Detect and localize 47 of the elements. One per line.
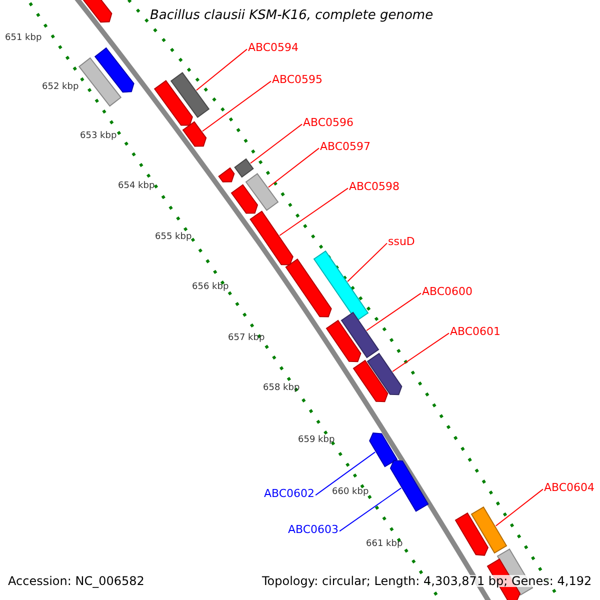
leader-line [366, 292, 422, 331]
gene-feature [170, 72, 210, 118]
leader-line [495, 488, 544, 526]
scale-label: 657 kbp [228, 332, 265, 344]
scale-label: 653 kbp [80, 130, 117, 142]
gene-feature [182, 121, 207, 147]
gene-feature [470, 506, 508, 554]
gene-feature [390, 460, 429, 512]
leader-line [196, 48, 248, 91]
title: Bacillus clausii KSM-K16, complete genome [150, 10, 434, 22]
scale-label: 656 kbp [192, 281, 229, 293]
gene-label: ABC0598 [349, 181, 400, 193]
gene-feature [340, 312, 380, 358]
scale-label: 652 kbp [42, 81, 79, 93]
leader-line [347, 242, 388, 282]
gene-feature [369, 432, 398, 468]
scale-label: 659 kbp [298, 434, 335, 446]
leader-line [279, 188, 348, 236]
scale-label: 654 kbp [118, 180, 155, 192]
leader-line [202, 80, 272, 132]
gene-label: ABC0603 [288, 524, 339, 536]
gene-label: ABC0602 [264, 488, 315, 500]
scale-label: 651 kbp [5, 32, 42, 44]
gene-feature [313, 250, 369, 322]
gene-label: ABC0595 [272, 74, 323, 86]
scale-label: 655 kbp [155, 231, 192, 243]
leader-line [392, 332, 450, 372]
leader-line [268, 148, 320, 188]
gene-feature [234, 158, 254, 178]
gene-label: ABC0596 [303, 117, 354, 129]
scale-label: 661 kbp [366, 538, 403, 550]
leader-line [339, 488, 402, 532]
gene-label: ABC0604 [544, 482, 595, 494]
leader-line [315, 452, 376, 496]
gene-label: ssuD [388, 236, 415, 248]
scale-label: 658 kbp [263, 382, 300, 394]
gene-label: ABC0597 [320, 141, 371, 153]
leader-line [250, 124, 302, 164]
genome-info-text: Topology: circular; Length: 4,303,871 bp; Genes: 4,192 [262, 575, 592, 587]
accession-text: Accession: NC_006582 [8, 575, 144, 587]
scale-label: 660 kbp [332, 486, 369, 498]
gene-label: ABC0600 [422, 286, 473, 298]
gene-label: ABC0594 [248, 42, 299, 54]
gene-feature [245, 173, 279, 211]
gene-feature [250, 210, 294, 266]
gene-feature [366, 352, 402, 396]
gene-label: ABC0601 [450, 326, 501, 338]
